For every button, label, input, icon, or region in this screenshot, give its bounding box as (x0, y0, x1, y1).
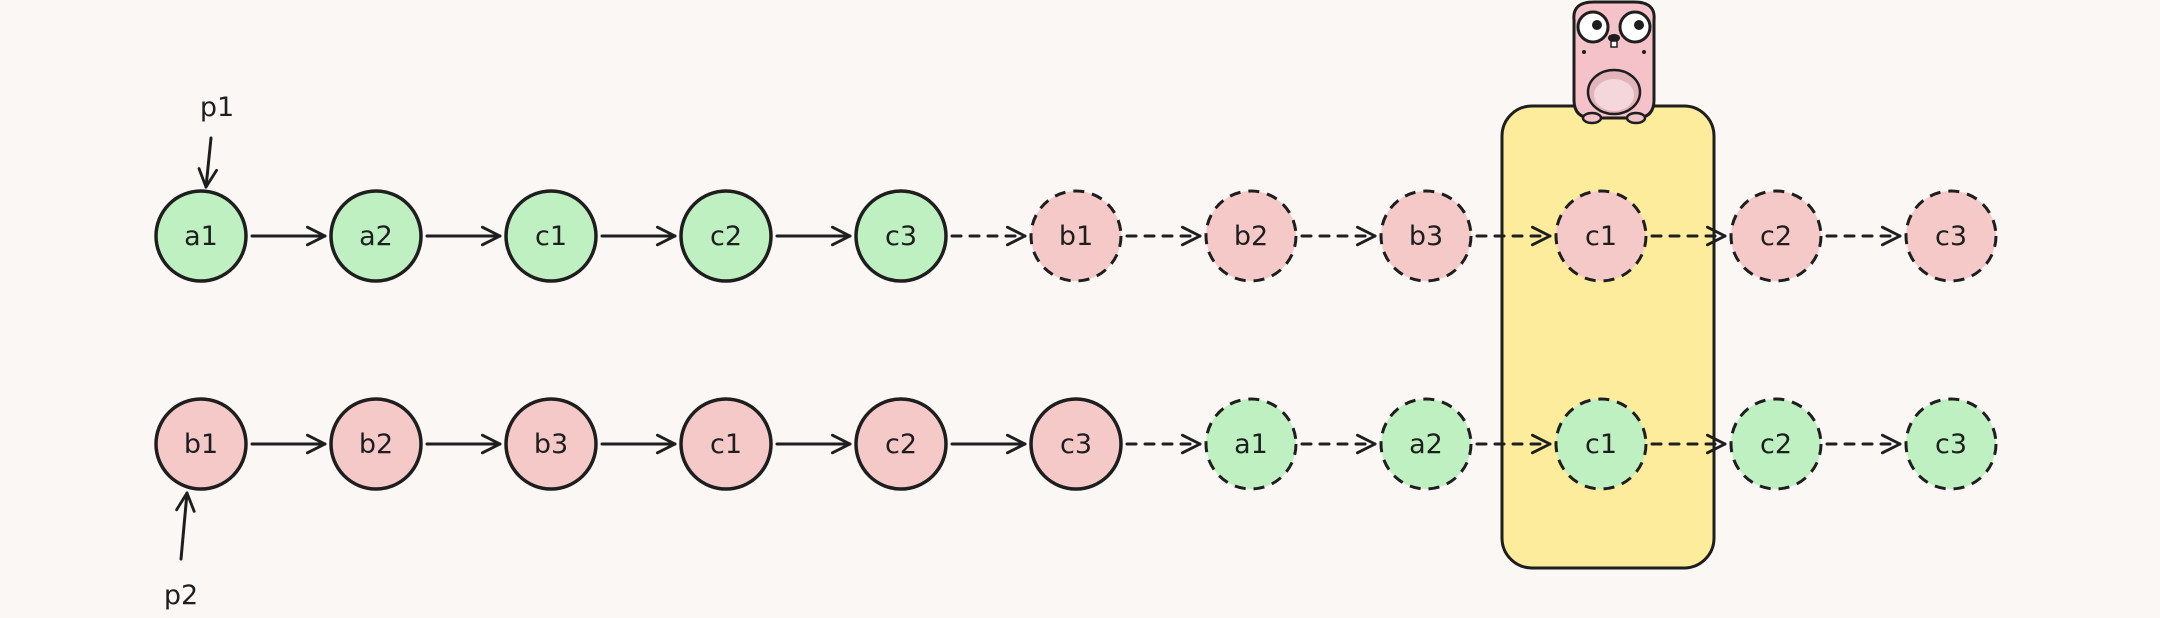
node-label: c1 (1585, 221, 1617, 252)
node-label: b2 (1234, 221, 1268, 252)
node-label: c2 (885, 429, 917, 460)
node-circle (1904, 397, 1998, 491)
node-circle (1729, 189, 1823, 283)
list-node-row1-1: a1 (154, 189, 248, 283)
list-node-row2-9: c1 (1554, 397, 1648, 491)
node-circle (504, 397, 598, 491)
nodes-layer: a1 a2 c1 c2 c3 b1 b2 b3 c1 c2 c3 b1 b2 b3 c1 c2 c3 a1 a2 c1… (154, 189, 1998, 491)
node-label: c3 (1935, 221, 1967, 252)
node-circle (329, 397, 423, 491)
list-node-row1-6: b1 (1029, 189, 1123, 283)
node-circle (1204, 397, 1298, 491)
list-node-row1-7: b2 (1204, 189, 1298, 283)
list-node-row1-9: c1 (1554, 189, 1648, 283)
node-label: b2 (359, 429, 393, 460)
gopher-mascot (1572, 0, 1656, 125)
node-label: a2 (359, 221, 393, 252)
node-label: b1 (184, 429, 218, 460)
node-circle (1029, 189, 1123, 283)
list-node-row2-7: a1 (1204, 397, 1298, 491)
node-circle (679, 189, 773, 283)
node-label: c3 (885, 221, 917, 252)
list-node-row2-4: c1 (679, 397, 773, 491)
node-label: b3 (534, 429, 568, 460)
node-label: c3 (1060, 429, 1092, 460)
node-label: b1 (1059, 221, 1093, 252)
pointer-label: p1 (200, 92, 234, 123)
node-circle (1204, 189, 1298, 283)
list-node-row2-3: b3 (504, 397, 598, 491)
list-node-row1-2: a2 (329, 189, 423, 283)
list-node-row1-5: c3 (854, 189, 948, 283)
node-label: b3 (1409, 221, 1443, 252)
node-label: c1 (535, 221, 567, 252)
node-circle (504, 189, 598, 283)
node-circle (1729, 397, 1823, 491)
node-circle (154, 189, 248, 283)
node-circle (1029, 397, 1123, 491)
pointers-layer: p1 p2 (164, 92, 234, 611)
list-node-row2-10: c2 (1729, 397, 1823, 491)
node-circle (679, 397, 773, 491)
list-node-row2-2: b2 (329, 397, 423, 491)
edges-layer (250, 225, 1902, 455)
intersection-highlight-box (1500, 104, 1716, 570)
node-label: a1 (184, 221, 218, 252)
node-circle (329, 189, 423, 283)
pointer-label: p2 (164, 580, 198, 611)
node-label: c1 (1585, 429, 1617, 460)
node-label: a1 (1234, 429, 1268, 460)
node-circle (154, 397, 248, 491)
list-node-row1-3: c1 (504, 189, 598, 283)
list-node-row1-10: c2 (1729, 189, 1823, 283)
node-circle (1379, 189, 1473, 283)
pointer-p1: p1 (197, 92, 234, 189)
list-node-row2-8: a2 (1379, 397, 1473, 491)
node-circle (1904, 189, 1998, 283)
node-label: a2 (1409, 429, 1443, 460)
node-label: c2 (1760, 429, 1792, 460)
list-node-row2-5: c2 (854, 397, 948, 491)
node-label: c1 (710, 429, 742, 460)
list-node-row2-11: c3 (1904, 397, 1998, 491)
node-label: c3 (1935, 429, 1967, 460)
list-node-row2-1: b1 (154, 397, 248, 491)
list-node-row1-11: c3 (1904, 189, 1998, 283)
node-circle (1554, 397, 1648, 491)
node-circle (1379, 397, 1473, 491)
pointer-arrow (175, 491, 196, 561)
pointer-arrow (197, 136, 218, 189)
node-circle (854, 189, 948, 283)
list-node-row1-4: c2 (679, 189, 773, 283)
pointer-p2: p2 (164, 491, 198, 611)
list-node-row1-8: b3 (1379, 189, 1473, 283)
node-label: c2 (1760, 221, 1792, 252)
list-node-row2-6: c3 (1029, 397, 1123, 491)
node-circle (854, 397, 948, 491)
node-label: c2 (710, 221, 742, 252)
node-circle (1554, 189, 1648, 283)
